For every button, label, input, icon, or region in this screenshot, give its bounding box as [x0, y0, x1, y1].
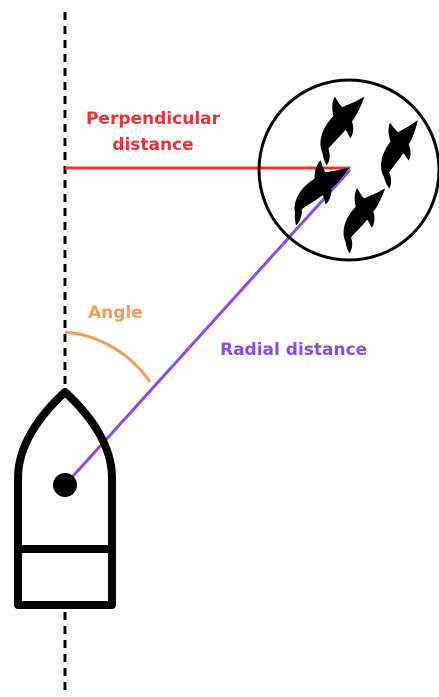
- angle-label: Angle: [88, 303, 143, 323]
- dolphin-icon: [298, 82, 376, 167]
- perpendicular-label-line1: Perpendicular: [85, 109, 221, 129]
- angle-arc: [64, 330, 152, 383]
- dolphin-icon: [273, 149, 359, 227]
- radial-distance-line: [63, 168, 352, 487]
- boat-icon: [14, 388, 116, 609]
- radial-distance-label: Radial distance: [220, 340, 368, 360]
- observer-dot-icon: [53, 473, 77, 497]
- perpendicular-label-line2: distance: [112, 135, 194, 155]
- perpendicular-distance-label: Perpendicular distance: [68, 106, 238, 158]
- dolphin-group-icon: [257, 78, 439, 262]
- dolphin-icon: [360, 108, 430, 190]
